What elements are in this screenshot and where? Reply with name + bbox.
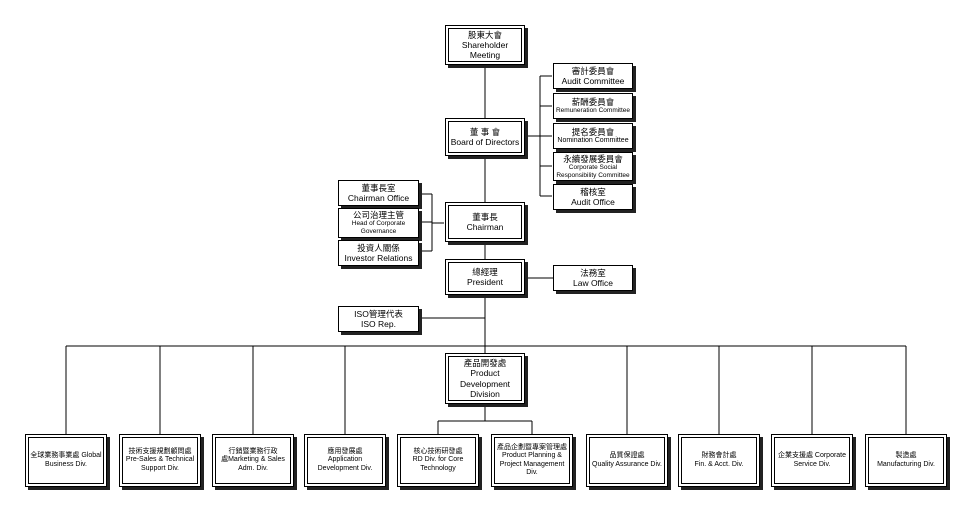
board-zh: 董 事 會: [469, 126, 501, 137]
division-label-4: Div.: [526, 468, 538, 476]
governance-zh: 公司治理主管: [352, 210, 404, 221]
investor-en: Investor Relations: [344, 253, 413, 263]
division-manufacturing: 製造處 Manufacturing Div.: [865, 434, 947, 487]
chairman-en: Chairman: [466, 222, 504, 232]
division-label-2: Quality Assurance Div.: [592, 460, 662, 468]
division-label-1: 核心技術研發處: [413, 447, 463, 455]
division-label-1: 企業支援處 Corporate: [777, 452, 847, 460]
division-corporate-service: 企業支援處 Corporate Service Div.: [771, 434, 853, 487]
governance-en1: Head of Corporate: [351, 220, 406, 228]
chairman-office-box: 董事長室 Chairman Office: [338, 180, 419, 206]
chairman-office-zh: 董事長室: [361, 182, 396, 193]
product-development-box: 產品開發處 Product Development Division: [445, 353, 525, 404]
csr-committee-zh: 永續發展委員會: [563, 153, 623, 164]
division-label-2: RD Div. for Core: [412, 456, 464, 464]
law-office-box: 法務室 Law Office: [553, 265, 633, 291]
csr-committee-en2: Responsibility Committee: [556, 171, 630, 179]
division-label-2: Application: [327, 456, 363, 464]
division-label-2: 處Marketing & Sales: [221, 456, 285, 464]
audit-office-en: Audit Office: [571, 197, 615, 207]
division-label-3: Adm. Div.: [238, 464, 268, 472]
remuneration-committee-zh: 薪酬委員會: [571, 97, 615, 107]
division-label-3: Technology: [420, 464, 456, 472]
audit-committee-en: Audit Committee: [561, 76, 625, 86]
division-product-planning: 產品企劃暨專案管理處 Product Planning & Project Ma…: [491, 434, 573, 487]
division-label-1: 財務會計處: [701, 452, 737, 460]
division-label-1: 品質保證處: [609, 452, 645, 460]
investor-relations-box: 投資人關係 Investor Relations: [338, 240, 419, 266]
shareholder-meeting-en2: Meeting: [469, 50, 501, 61]
product-dev-zh: 產品開發處: [463, 358, 507, 369]
division-finance-accounting: 財務會計處 Fin. & Acct. Div.: [678, 434, 760, 487]
division-presales-support: 技術支援規劃顧問處 Pre-Sales & Technical Support …: [119, 434, 201, 487]
chairman-office-en: Chairman Office: [347, 193, 410, 203]
board-of-directors-box: 董 事 會 Board of Directors: [445, 118, 525, 156]
division-label-1: 產品企劃暨專案管理處: [497, 443, 567, 451]
division-label-1: 應用發展處: [327, 447, 363, 455]
president-box: 總經理 President: [445, 259, 525, 295]
division-label-2: Business Div.: [45, 460, 87, 468]
corporate-governance-box: 公司治理主管 Head of Corporate Governance: [338, 208, 419, 238]
product-dev-en2: Development: [459, 378, 511, 389]
board-en: Board of Directors: [450, 137, 520, 147]
iso-rep-en: ISO Rep.: [361, 319, 396, 329]
law-office-en: Law Office: [572, 278, 613, 288]
division-label-1: 行銷暨業務行政: [228, 447, 278, 455]
division-label-2: Service Div.: [793, 460, 831, 468]
division-label-3: Support Div.: [141, 464, 179, 472]
audit-committee-box: 審計委員會 Audit Committee: [553, 63, 633, 89]
product-dev-en1: Product: [470, 368, 500, 379]
iso-rep-box: ISO管理代表 ISO Rep.: [338, 306, 419, 332]
division-rd-core-technology: 核心技術研發處 RD Div. for Core Technology: [397, 434, 479, 487]
president-en: President: [467, 277, 503, 287]
division-global-business: 全球業務事業處 Global Business Div.: [25, 434, 107, 487]
division-label-2: Product Planning &: [502, 452, 562, 460]
law-office-zh: 法務室: [580, 267, 606, 278]
division-application-development: 應用發展處 Application Development Div.: [304, 434, 386, 487]
nomination-committee-en: Nomination Committee: [557, 136, 629, 144]
remuneration-committee-en: Remuneration Committee: [555, 107, 631, 115]
iso-rep-zh: ISO管理代表: [354, 308, 403, 319]
division-label-1: 全球業務事業處 Global: [30, 452, 102, 460]
division-label-2: Pre-Sales & Technical: [125, 456, 195, 464]
audit-office-zh: 稽核室: [580, 186, 606, 197]
division-label-1: 製造處: [895, 452, 917, 460]
investor-zh: 投資人關係: [357, 242, 400, 253]
audit-committee-zh: 審計委員會: [571, 65, 615, 76]
shareholder-meeting-zh: 股東大會: [467, 29, 502, 40]
remuneration-committee-box: 薪酬委員會 Remuneration Committee: [553, 93, 633, 119]
governance-en2: Governance: [360, 228, 397, 236]
president-zh: 總經理: [472, 266, 498, 277]
audit-office-box: 稽核室 Audit Office: [553, 184, 633, 210]
csr-committee-en1: Corporate Social: [568, 163, 618, 171]
shareholder-meeting-box: 股東大會 Shareholder Meeting: [445, 25, 525, 65]
division-label-3: Development Div.: [317, 464, 373, 472]
division-label-1: 技術支援規劃顧問處: [128, 447, 192, 455]
division-label-2: Fin. & Acct. Div.: [694, 460, 744, 468]
nomination-committee-box: 提名委員會 Nomination Committee: [553, 123, 633, 149]
product-dev-en3: Division: [470, 388, 500, 399]
nomination-committee-zh: 提名委員會: [571, 126, 615, 137]
division-quality-assurance: 品質保證處 Quality Assurance Div.: [586, 434, 668, 487]
csr-committee-box: 永續發展委員會 Corporate Social Responsibility …: [553, 152, 633, 181]
division-label-3: Project Management: [499, 460, 565, 468]
chairman-zh: 董事長: [472, 211, 498, 222]
division-marketing-sales-adm: 行銷暨業務行政 處Marketing & Sales Adm. Div.: [212, 434, 294, 487]
shareholder-meeting-en1: Shareholder: [461, 39, 509, 50]
chairman-box: 董事長 Chairman: [445, 202, 525, 242]
division-label-2: Manufacturing Div.: [877, 460, 935, 468]
